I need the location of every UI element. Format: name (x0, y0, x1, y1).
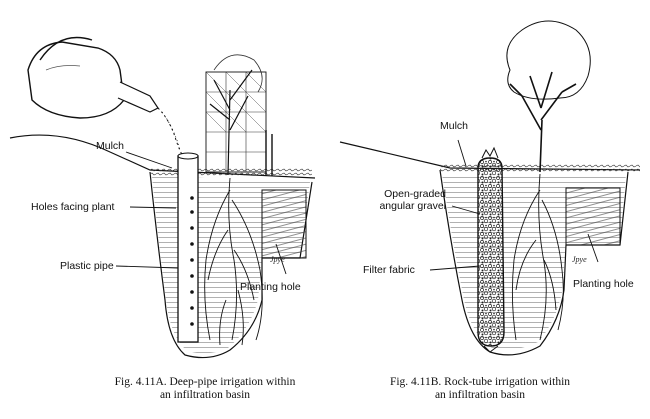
label-filter-fabric: Filter fabric (363, 264, 415, 276)
label-planting-hole-b: Planting hole (573, 278, 634, 290)
tree-b (506, 20, 591, 173)
pipe-holes (190, 196, 194, 326)
caption-a-line1: Fig. 4.11A. Deep-pipe irrigation within (114, 376, 296, 388)
plastic-pipe (177, 152, 199, 343)
caption-b: Fig. 4.11B. Rock-tube irrigation within … (380, 376, 580, 402)
roots-a (204, 177, 263, 346)
label-open-graded-gravel: Open-graded angular gravel (340, 188, 446, 212)
ground-line-a (9, 134, 316, 179)
caption-b-line1: Fig. 4.11B. Rock-tube irrigation within (389, 376, 571, 388)
label-gravel-line1: Open-graded (384, 188, 446, 200)
artist-signature-b: Jpye (572, 255, 587, 264)
planting-hole-b (565, 187, 621, 246)
label-plastic-pipe: Plastic pipe (60, 260, 114, 272)
watering-can (27, 36, 159, 119)
caption-b-line2: an infiltration basin (434, 389, 526, 401)
caption-a: Fig. 4.11A. Deep-pipe irrigation within … (105, 376, 305, 402)
planting-hole-a (261, 189, 307, 259)
leader-lines-a (115, 151, 287, 275)
label-mulch-a: Mulch (96, 140, 125, 152)
water-stream (157, 107, 185, 159)
leader-lines-b (429, 139, 599, 271)
basin-outline-a (149, 171, 313, 359)
rock-tube (477, 146, 505, 353)
label-gravel-line2: angular gravel (379, 200, 446, 212)
panel-b-drawing: Jpye (339, 20, 641, 356)
label-mulch-b: Mulch (440, 120, 469, 132)
panel-a-drawing: Jpye (9, 36, 316, 359)
roots-b (511, 173, 564, 341)
label-planting-hole-a: Planting hole (240, 281, 301, 293)
label-holes-facing-plant: Holes facing plant (31, 201, 115, 213)
caption-a-line2: an infiltration basin (159, 389, 251, 401)
artist-signature-a: Jpye (270, 255, 285, 264)
caged-tree (205, 54, 273, 176)
